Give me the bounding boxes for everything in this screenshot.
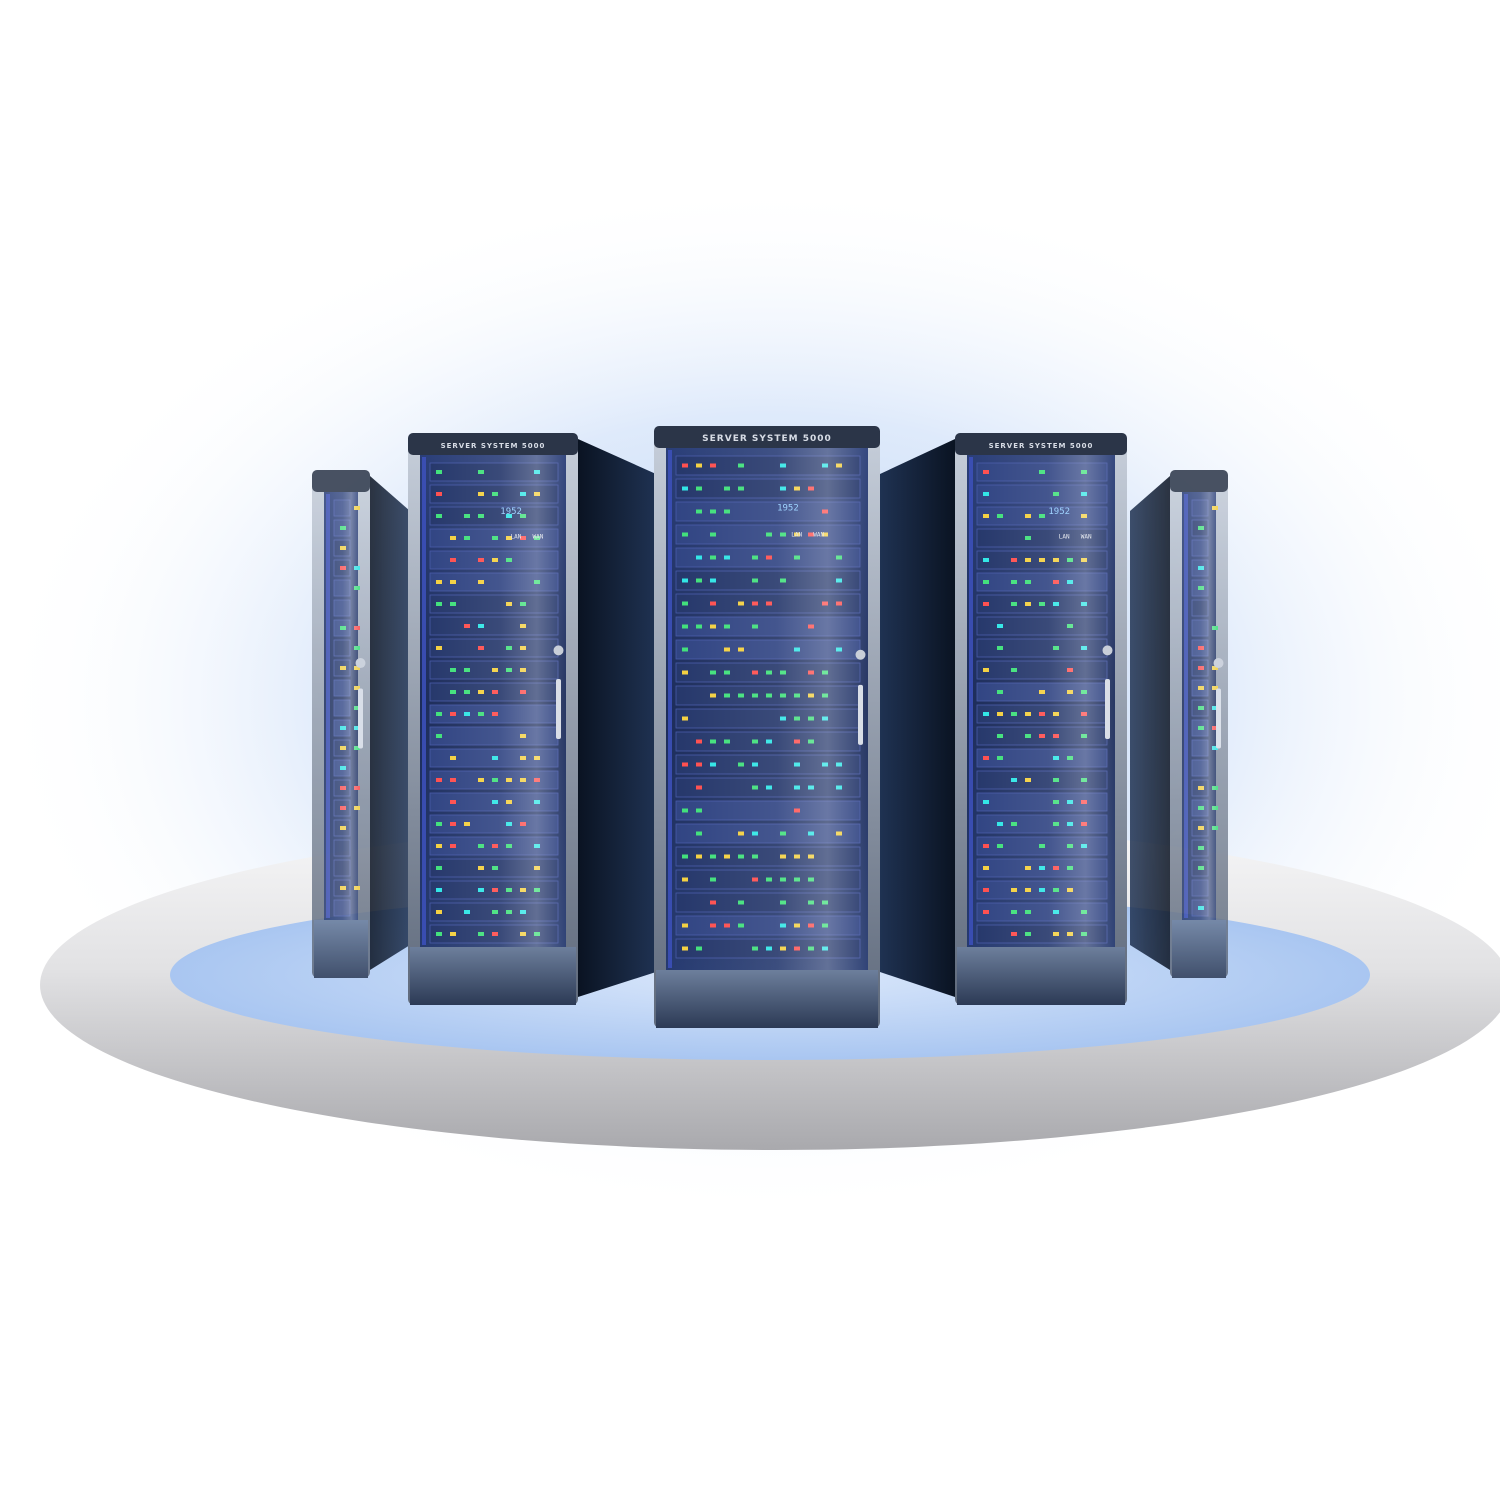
rack-far-right bbox=[1130, 470, 1228, 978]
rack-port-label: LAN bbox=[1059, 534, 1070, 541]
door-handle bbox=[858, 684, 863, 745]
rack-top-cap bbox=[654, 426, 880, 448]
rack-display-reading: 1952 bbox=[777, 504, 799, 514]
rack-side-panel bbox=[578, 439, 656, 997]
rack-base bbox=[656, 970, 878, 1028]
rack-side-panel bbox=[370, 476, 410, 970]
glass-reflection bbox=[420, 455, 566, 947]
door-handle bbox=[556, 678, 561, 739]
rack-display-reading: 1952 bbox=[1048, 507, 1070, 517]
rack-port-label: LAN bbox=[511, 534, 522, 541]
door-lock bbox=[855, 649, 866, 660]
rack-brand-label: SERVER SYSTEM 5000 bbox=[702, 434, 832, 444]
door-lock bbox=[553, 645, 564, 656]
door-lock bbox=[1213, 658, 1224, 669]
rack-port-label: WAN bbox=[1081, 534, 1092, 541]
rack-side-panel bbox=[880, 439, 955, 997]
rack-base bbox=[1172, 920, 1226, 978]
rack-brand-label: SERVER SYSTEM 5000 bbox=[441, 442, 546, 450]
glass-reflection bbox=[666, 448, 868, 970]
glass-reflection bbox=[324, 492, 358, 920]
rack-top-cap bbox=[408, 433, 578, 455]
glass-reflection bbox=[1182, 492, 1216, 920]
door-lock bbox=[1102, 645, 1113, 656]
door-lock bbox=[355, 658, 366, 669]
rack-top-cap bbox=[955, 433, 1127, 455]
rack-port-label: WAN bbox=[533, 534, 544, 541]
rack-side-panel bbox=[1130, 476, 1170, 970]
rack-base bbox=[957, 947, 1125, 1005]
rack-base bbox=[314, 920, 368, 978]
rack-top-cap bbox=[312, 470, 370, 492]
rack-brand-label: SERVER SYSTEM 5000 bbox=[989, 442, 1094, 450]
door-handle bbox=[1105, 678, 1110, 739]
rack-port-label: WAN bbox=[813, 532, 824, 539]
glass-reflection bbox=[967, 455, 1115, 947]
rack-base bbox=[410, 947, 576, 1005]
rack-display-reading: 1952 bbox=[500, 507, 522, 517]
rack-top-cap bbox=[1170, 470, 1228, 492]
rack-port-label: LAN bbox=[791, 532, 802, 539]
door-handle bbox=[358, 688, 363, 749]
rack-far-left bbox=[312, 470, 410, 978]
door-handle bbox=[1216, 688, 1221, 749]
